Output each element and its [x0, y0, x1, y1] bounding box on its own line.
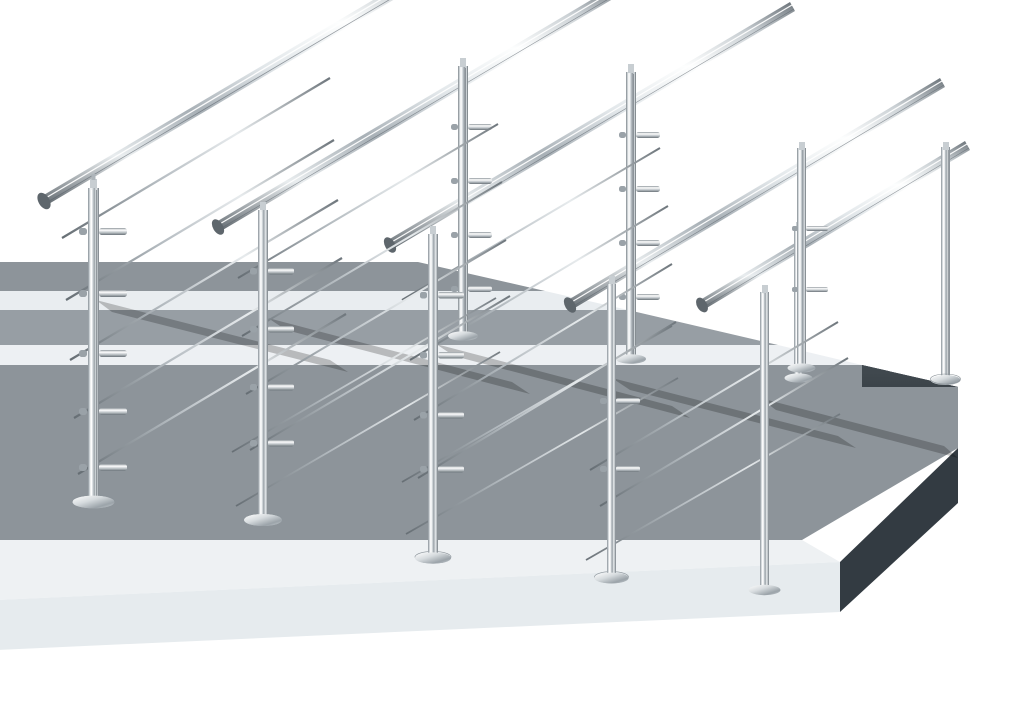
post-r5-b-front	[760, 292, 769, 588]
cable-bracket-group-r4a	[792, 226, 828, 292]
cable-bracket-group-r2a	[451, 124, 492, 292]
handrail-2-cap	[211, 219, 225, 235]
bracket-r3	[420, 292, 464, 473]
cables-run-4	[589, 321, 849, 507]
base-flange-r5a	[930, 375, 961, 385]
handrail-5-cap	[696, 297, 708, 313]
handrail-2	[211, 0, 612, 235]
stepped-floor	[0, 240, 1024, 714]
post-r2-b-front	[258, 210, 268, 518]
cables-run-2	[237, 123, 511, 451]
post-r1-a-front	[88, 188, 99, 500]
shadow-band-1	[96, 300, 348, 372]
post-r3-b-front	[428, 234, 438, 556]
shadow-band-5	[760, 398, 958, 458]
band-2-light	[0, 291, 628, 310]
post-r5-a	[930, 142, 961, 385]
shadow-band-4	[612, 378, 856, 448]
slab-right-face	[840, 448, 958, 612]
handrail-1	[37, 0, 394, 210]
post-r3-a	[616, 64, 660, 364]
post-r4-a	[787, 142, 828, 373]
bracket-r1	[79, 228, 127, 471]
band-5-dark	[0, 365, 958, 387]
post-r4-b-front	[607, 284, 616, 576]
post-r2-a	[448, 58, 492, 341]
handrail-5	[696, 141, 970, 313]
slab-front-face	[0, 562, 840, 650]
base-flange-r5b	[784, 373, 813, 383]
handrail-1-cap	[37, 192, 51, 210]
band-3-dark	[0, 310, 778, 345]
foreground-posts	[72, 188, 781, 596]
cable-bracket-group-r3a	[619, 132, 660, 300]
foreground-brackets	[79, 228, 640, 473]
lower-landing-dark	[0, 387, 958, 540]
bracket-r2	[250, 268, 294, 447]
railing-run-3	[383, 2, 795, 564]
band-1-dark	[0, 262, 545, 291]
cables-depth	[231, 297, 841, 561]
cables-run-1	[61, 77, 347, 475]
shadow-band-2	[268, 318, 530, 394]
lower-landing-light	[0, 540, 840, 600]
handrail-3-cap	[383, 237, 397, 253]
bracket-r4	[600, 398, 640, 472]
handrail-4-cap	[563, 297, 577, 313]
